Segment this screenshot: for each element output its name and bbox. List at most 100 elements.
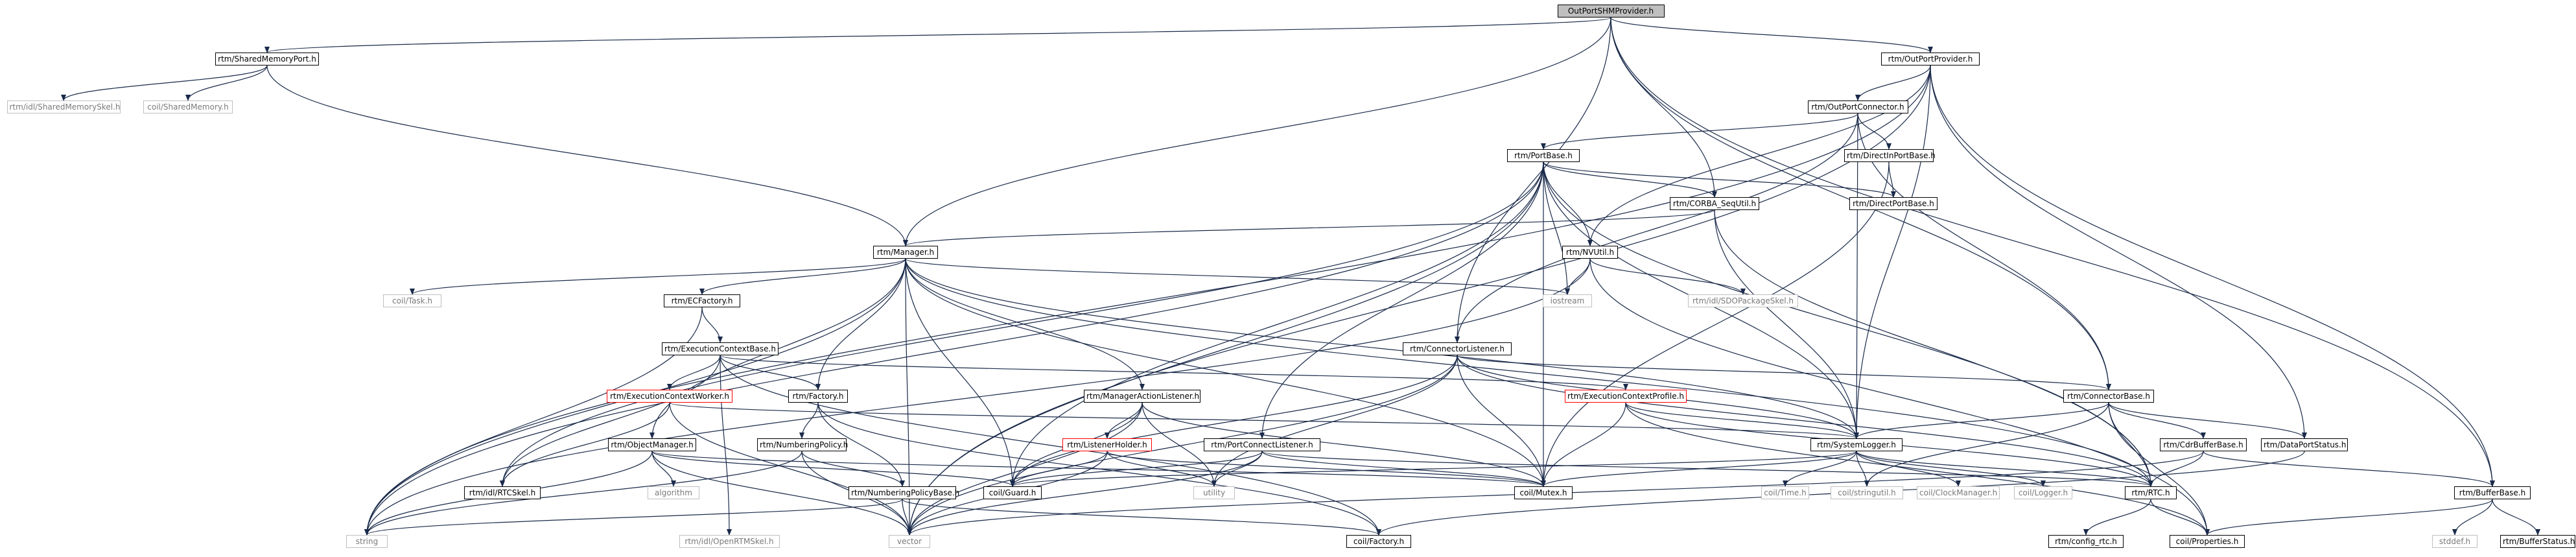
graph-node[interactable]: rtm/ExecutionContextProfile.h [1565, 390, 1687, 403]
graph-node[interactable]: rtm/Manager.h [873, 246, 938, 259]
graph-node[interactable]: rtm/SharedMemoryPort.h [215, 53, 319, 65]
dependency-edge [1457, 355, 2153, 487]
dependency-edge [266, 65, 908, 246]
dependency-edge [1565, 258, 1591, 295]
graph-node: vector [889, 535, 930, 548]
dependency-edge [902, 499, 1381, 536]
dependency-edge [799, 402, 819, 439]
dependency-edge [720, 355, 821, 390]
graph-node[interactable]: rtm/ExecutionContextBase.h [662, 342, 779, 355]
dependency-edge [61, 65, 268, 101]
dependency-edge [410, 258, 906, 295]
graph-node: coil/Logger.h [2014, 486, 2072, 499]
dependency-edge [1107, 451, 1546, 487]
graph-node[interactable]: rtm/RTC.h [2125, 486, 2177, 499]
dependency-edge [905, 258, 1859, 439]
graph-node[interactable]: rtm/NumberingPolicy.h [757, 438, 848, 451]
dependency-edge [1543, 161, 1717, 198]
dependency-edge [801, 451, 905, 487]
graph-node[interactable]: rtm/ListenerHolder.h [1062, 438, 1152, 451]
graph-node[interactable]: rtm/OutPortProvider.h [1881, 53, 1980, 65]
graph-node[interactable]: rtm/PortBase.h [1507, 149, 1580, 162]
graph-node[interactable]: rtm/DirectPortBase.h [1849, 197, 1938, 210]
dependency-edge [1455, 113, 1858, 343]
dependency-edge [1543, 161, 1593, 246]
dependency-edge [364, 161, 1544, 536]
graph-node[interactable]: rtm/ManagerActionListener.h [1084, 390, 1200, 403]
graph-node[interactable]: rtm/idl/RTCSkel.h [464, 486, 541, 499]
dependency-edge [364, 499, 903, 536]
dependency-edge [720, 355, 732, 536]
dependency-edge [1587, 65, 1931, 246]
dependency-edge [1855, 65, 1931, 101]
dependency-edge [907, 451, 1263, 536]
dependency-edge [1259, 161, 1544, 439]
dependency-edge [1455, 17, 1611, 343]
graph-node: coil/SharedMemory.h [143, 101, 233, 113]
dependency-edge [2203, 451, 2495, 487]
graph-node: coil/Task.h [383, 294, 441, 307]
dependency-edge [651, 451, 912, 536]
dependency-edge [907, 161, 1544, 536]
dependency-edge [1714, 209, 1859, 439]
dependency-edge [1783, 451, 1857, 487]
dependency-edge [1856, 451, 1961, 487]
dependency-edge [905, 258, 1015, 487]
dependency-edge [1888, 161, 1896, 198]
dependency-edge [651, 451, 1015, 487]
dependency-edge [1541, 161, 1890, 487]
dependency-edge [364, 65, 1931, 536]
dependency-edge [1854, 65, 1931, 439]
graph-node[interactable]: coil/Properties.h [2170, 535, 2245, 548]
dependency-edge [1010, 355, 1458, 487]
dependency-edge [1930, 65, 2495, 487]
graph-node[interactable]: coil/Guard.h [983, 486, 1042, 499]
graph-node[interactable]: rtm/ECFactory.h [664, 294, 740, 307]
dependency-edge [1625, 402, 1859, 439]
graph-node: iostream [1543, 294, 1592, 307]
graph-node[interactable]: rtm/BufferStatus.h [2500, 535, 2575, 548]
dependency-edge [1010, 451, 1857, 487]
dependency-edge [2108, 402, 2210, 536]
dependency-edge [2108, 402, 2307, 439]
dependency-edge [903, 17, 1611, 246]
root-node[interactable]: OutPortSHMProvider.h [1557, 5, 1665, 18]
graph-node: coil/Time.h [1761, 486, 1809, 499]
graph-node[interactable]: rtm/DirectInPortBase.h [1844, 149, 1936, 162]
dependency-edge [907, 402, 1143, 536]
graph-node[interactable]: rtm/ExecutionContextWorker.h [607, 390, 732, 403]
graph-node[interactable]: rtm/PortConnectListener.h [1204, 438, 1320, 451]
dependency-edge [500, 402, 670, 487]
graph-node[interactable]: rtm/CORBA_SeqUtil.h [1670, 197, 1759, 210]
dependency-edge [2150, 499, 2210, 536]
graph-node[interactable]: rtm/ConnectorListener.h [1403, 342, 1512, 355]
dependency-edge [1457, 355, 1546, 487]
dependency-edge [903, 209, 1715, 246]
dependency-edge [905, 258, 1145, 390]
graph-node[interactable]: rtm/ConnectorBase.h [2063, 390, 2154, 403]
dependency-edge [720, 355, 1628, 390]
dependency-edge [364, 258, 1591, 536]
graph-node[interactable]: rtm/config_rtc.h [2048, 535, 2124, 548]
graph-node[interactable]: coil/Factory.h [1346, 535, 1411, 548]
graph-node[interactable]: rtm/SystemLogger.h [1810, 438, 1903, 451]
graph-node[interactable]: rtm/NumberingPolicyBase.h [849, 486, 959, 499]
graph-node: string [346, 535, 388, 548]
graph-node[interactable]: rtm/CdrBufferBase.h [2160, 438, 2247, 451]
dependency-edge [1457, 355, 2111, 390]
dependency-edge [1541, 113, 1858, 150]
graph-node: utility [1193, 486, 1235, 499]
graph-node[interactable]: rtm/ObjectManager.h [608, 438, 696, 451]
graph-node[interactable]: rtm/Factory.h [788, 390, 848, 403]
dependency-edge [1610, 17, 1933, 53]
dependency-edge [2205, 499, 2493, 536]
dependency-edge [1010, 451, 1263, 487]
graph-node[interactable]: rtm/BufferBase.h [2454, 486, 2531, 499]
dependency-edge [1142, 402, 1546, 487]
dependency-edge [651, 451, 676, 487]
graph-node[interactable]: rtm/DataPortStatus.h [2261, 438, 2348, 451]
graph-node[interactable]: rtm/OutPortConnector.h [1807, 101, 1908, 113]
graph-node[interactable]: rtm/NVUtil.h [1562, 246, 1618, 259]
dependency-edge [2452, 499, 2493, 536]
graph-node[interactable]: coil/Mutex.h [1514, 486, 1573, 499]
